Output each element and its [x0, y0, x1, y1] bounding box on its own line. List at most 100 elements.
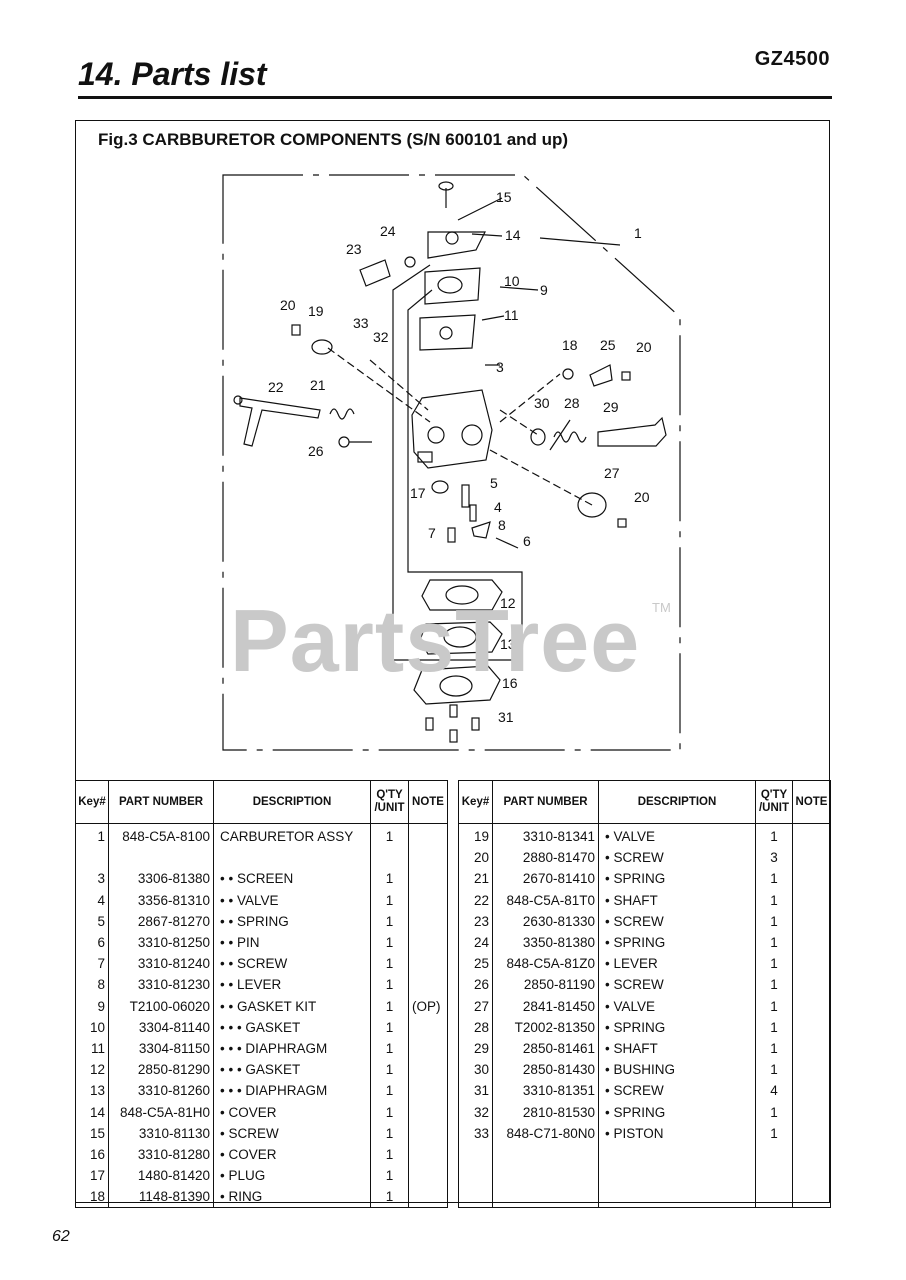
part-number-cell: 3356-81310: [108, 889, 214, 911]
note-cell: [408, 1037, 448, 1060]
part-number-cell: 3304-81140: [108, 1016, 214, 1038]
key-cell: 5: [75, 910, 109, 932]
callout-6: 6: [523, 533, 531, 549]
qty-cell: 1: [755, 974, 793, 996]
key-cell: 4: [75, 889, 109, 911]
note-cell: [792, 1143, 831, 1165]
description-cell: CARBURETOR ASSY: [213, 823, 371, 848]
note-cell: [792, 995, 831, 1017]
qty-cell: 1: [370, 1080, 409, 1102]
qty-cell: 1: [370, 889, 409, 911]
note-cell: [792, 910, 831, 932]
col-qty-header: Q'TY/UNIT: [755, 780, 793, 824]
description-cell: [598, 1186, 756, 1209]
note-cell: [792, 1037, 831, 1060]
description-cell: • • GASKET KIT: [213, 995, 371, 1017]
model-code: GZ4500: [754, 48, 830, 70]
qty-cell: 1: [755, 1037, 793, 1060]
page-number: 62: [52, 1228, 70, 1245]
note-cell: [792, 847, 831, 869]
qty-cell: 1: [370, 953, 409, 975]
callout-23: 23: [346, 241, 362, 257]
key-cell: 28: [458, 1016, 493, 1038]
description-cell: • SHAFT: [598, 889, 756, 911]
parts-table-left: Key# PART NUMBER DESCRIPTION Q'TY/UNIT N…: [75, 780, 448, 1209]
key-cell: 21: [458, 868, 493, 890]
qty-cell: 1: [755, 1016, 793, 1038]
qty-cell: 1: [755, 995, 793, 1017]
note-cell: [408, 1165, 448, 1187]
part-number-cell: 3310-81240: [108, 953, 214, 975]
description-cell: • • VALVE: [213, 889, 371, 911]
note-cell: [408, 974, 448, 996]
key-cell: 33: [458, 1122, 493, 1144]
part-number-cell: [492, 1143, 599, 1165]
key-cell: 14: [75, 1101, 109, 1123]
table-row: [458, 1165, 831, 1187]
callout-12: 12: [500, 595, 516, 611]
qty-cell: 1: [370, 910, 409, 932]
part-number-cell: 3310-81260: [108, 1080, 214, 1102]
note-cell: [792, 931, 831, 954]
description-cell: • VALVE: [598, 823, 756, 848]
key-cell: 8: [75, 974, 109, 996]
key-cell: 22: [458, 889, 493, 911]
key-cell: [458, 1186, 493, 1209]
qty-cell: 1: [755, 868, 793, 890]
part-number-cell: 2850-81461: [492, 1037, 599, 1060]
key-cell: 31: [458, 1080, 493, 1102]
callout-11: 11: [504, 307, 519, 323]
qty-cell: 1: [370, 974, 409, 996]
callout-32: 32: [373, 329, 389, 345]
qty-cell: [370, 847, 409, 869]
description-cell: • RING: [213, 1186, 371, 1209]
title-rule: [78, 96, 832, 99]
table-header-row: Key# PART NUMBER DESCRIPTION Q'TY/UNIT N…: [458, 780, 831, 824]
callout-20c: 20: [634, 489, 650, 505]
diaphragm-part: [419, 314, 476, 351]
callout-9: 9: [540, 282, 548, 298]
part-number-cell: 848-C5A-81H0: [108, 1101, 214, 1123]
note-cell: [408, 953, 448, 975]
description-cell: • LEVER: [598, 953, 756, 975]
part-number-cell: 2880-81470: [492, 847, 599, 869]
description-cell: • • • GASKET: [213, 1016, 371, 1038]
part-number-cell: 2850-81190: [492, 974, 599, 996]
part-number-cell: 3310-81250: [108, 931, 214, 954]
description-cell: • SCREW: [213, 1122, 371, 1144]
part-number-cell: 848-C5A-81Z0: [492, 953, 599, 975]
qty-cell: 1: [755, 1122, 793, 1144]
part-number-cell: 3306-81380: [108, 868, 214, 890]
callout-25: 25: [600, 337, 616, 353]
note-cell: [408, 910, 448, 932]
key-cell: 20: [458, 847, 493, 869]
note-cell: [792, 1059, 831, 1081]
table-row: [458, 1186, 831, 1209]
part-number-cell: 2850-81290: [108, 1059, 214, 1081]
key-cell: [458, 1143, 493, 1165]
key-cell: 23: [458, 910, 493, 932]
col-qty-header: Q'TY/UNIT: [370, 780, 409, 824]
qty-cell: 1: [755, 931, 793, 954]
note-cell: [792, 1186, 831, 1209]
qty-cell: 1: [370, 1122, 409, 1144]
qty-cell: 1: [370, 1143, 409, 1165]
description-cell: • COVER: [213, 1101, 371, 1123]
qty-cell: 1: [370, 868, 409, 890]
part-number-cell: 3310-81351: [492, 1080, 599, 1102]
